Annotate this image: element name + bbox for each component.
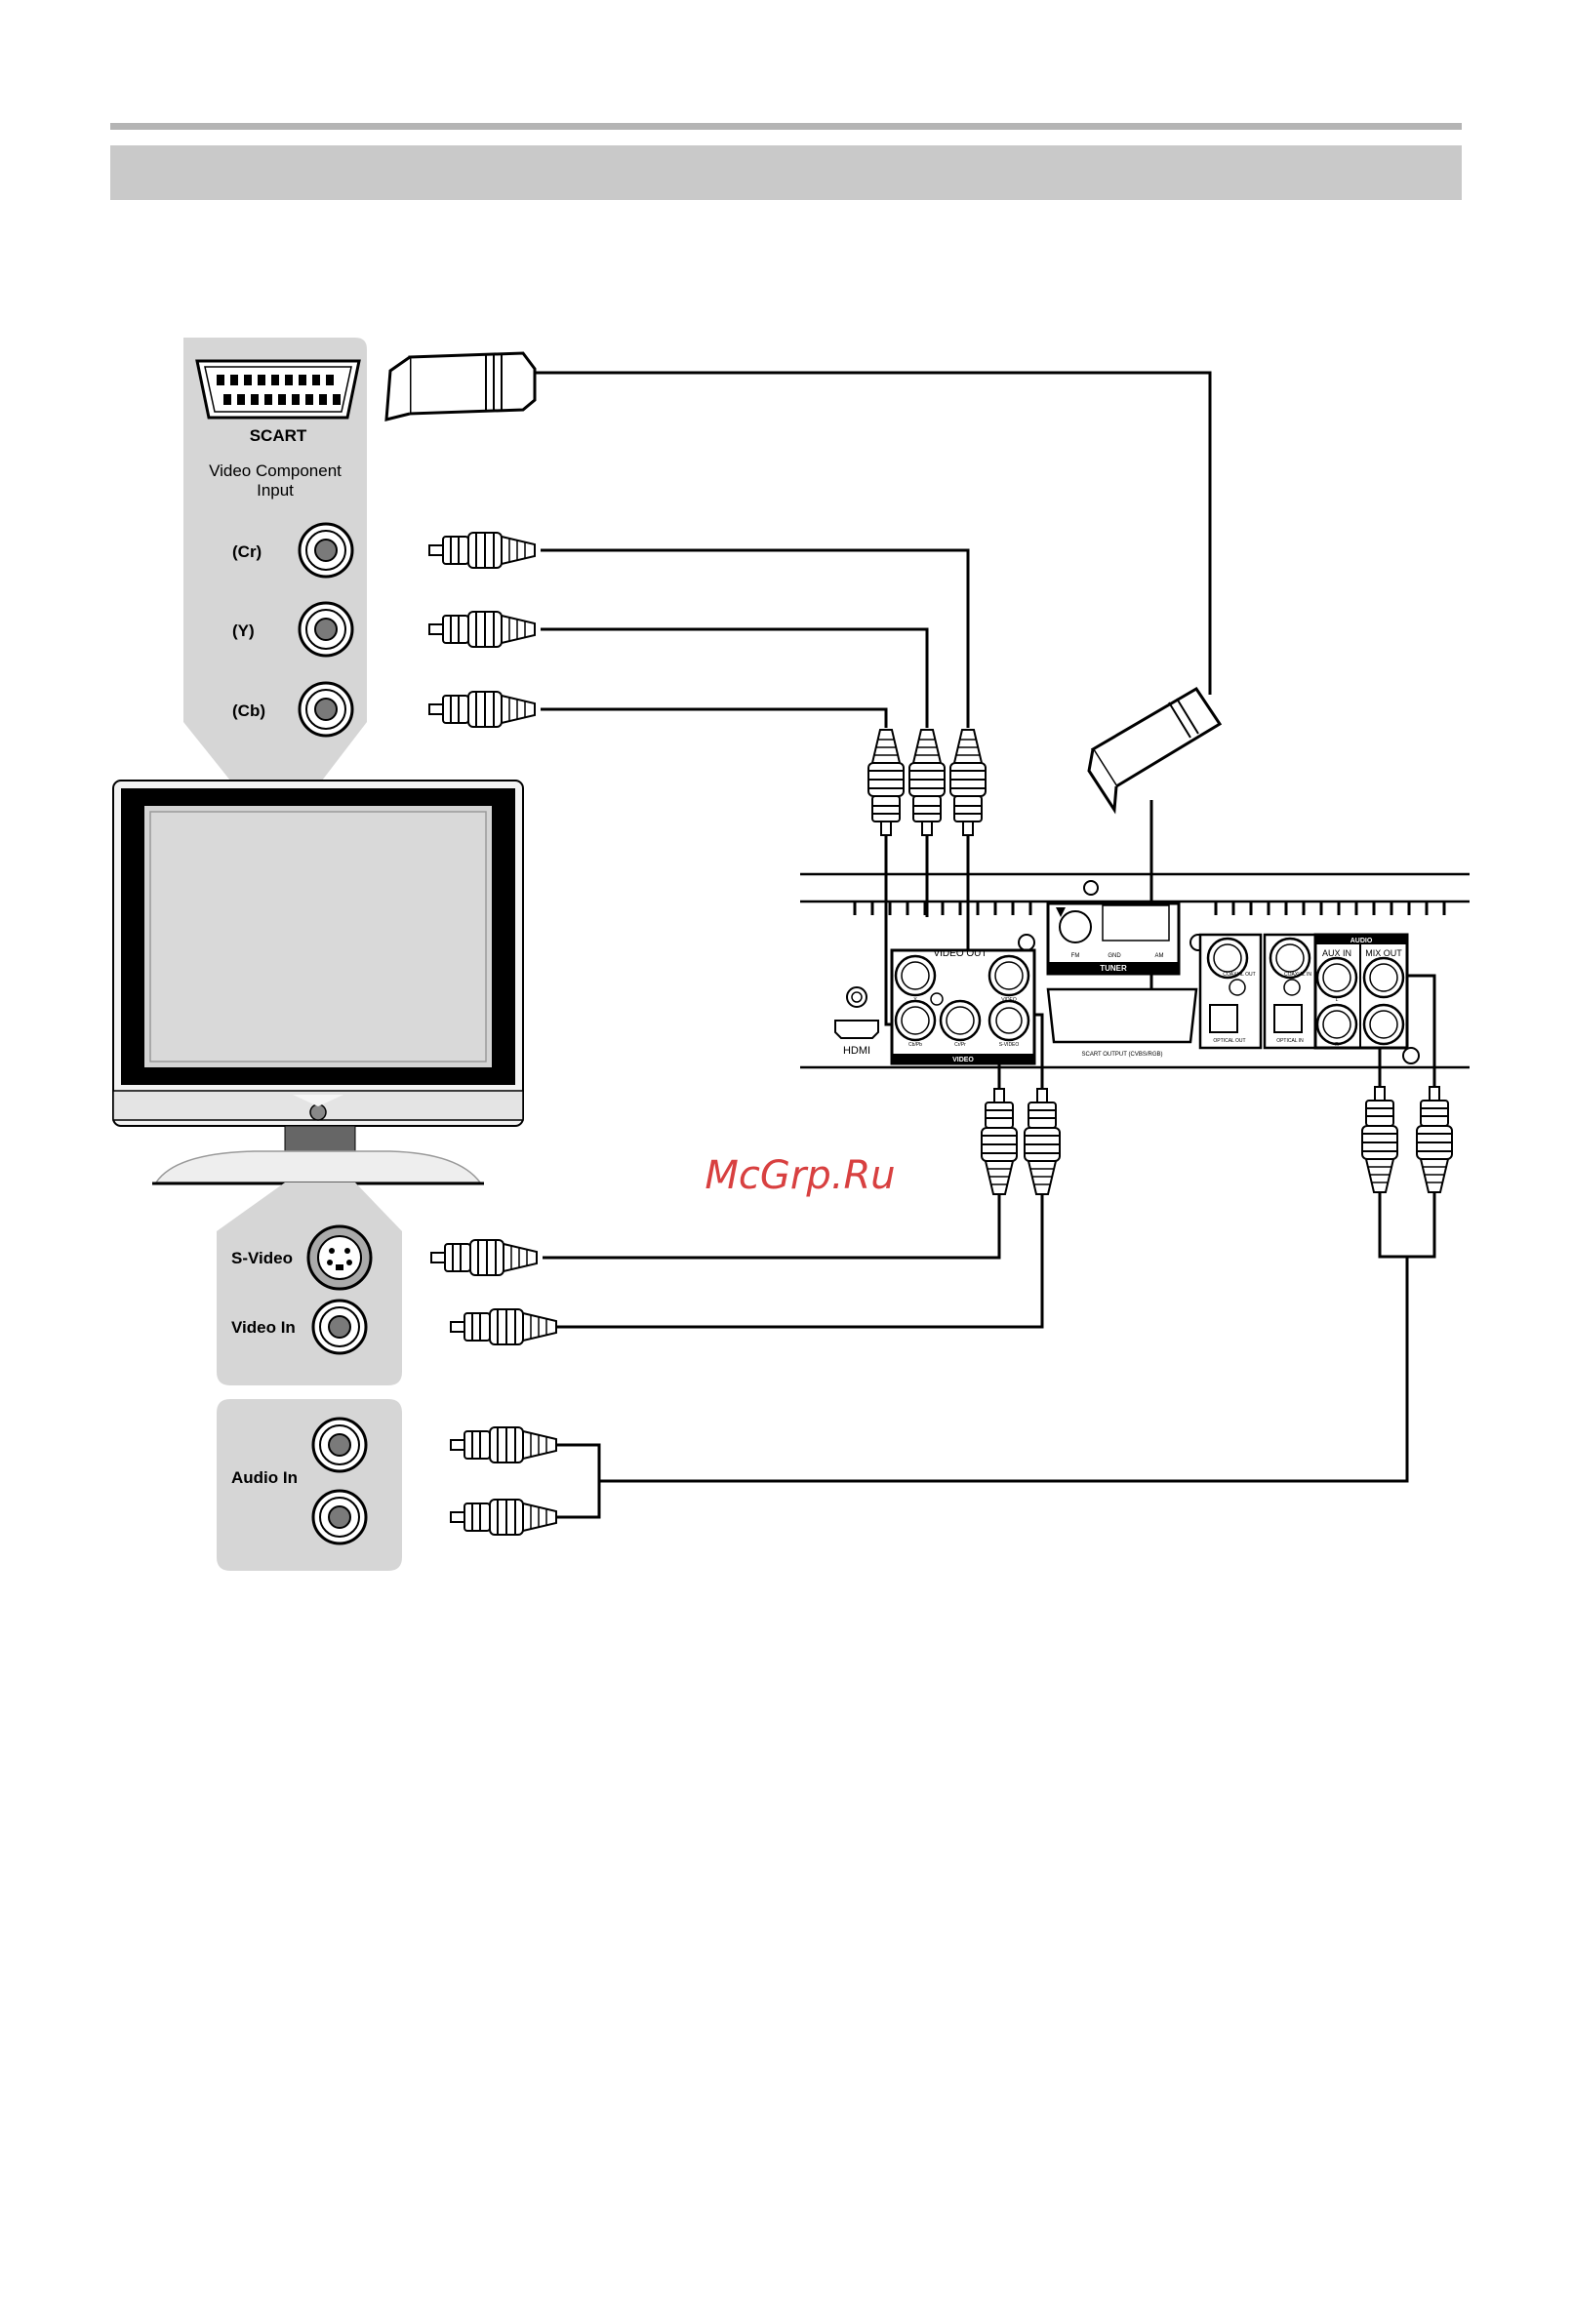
scart-label: SCART <box>250 426 307 445</box>
mix-out-r-jack[interactable] <box>1364 1005 1403 1044</box>
cb-label: (Cb) <box>232 701 265 720</box>
tv-cb-jack[interactable] <box>300 683 352 736</box>
fm-label: FM <box>1071 953 1080 959</box>
audio-section-label: AUDIO <box>1350 938 1373 944</box>
audio-l-plug-tv <box>451 1427 556 1463</box>
component-label-line2: Input <box>257 481 294 500</box>
tuner-label: TUNER <box>1100 964 1127 973</box>
svideo-jack-label: S-VIDEO <box>999 1042 1020 1048</box>
audio-l-plug-player <box>1362 1087 1397 1192</box>
audio-in-label: Audio In <box>231 1468 298 1487</box>
player-cb-jack[interactable] <box>896 1001 935 1040</box>
tv-cr-jack[interactable] <box>300 524 352 577</box>
cr-plug-tv <box>429 533 535 568</box>
scart-cable <box>527 373 1210 695</box>
y-cable <box>541 629 927 728</box>
y-plug-player <box>909 730 945 835</box>
cb-plug-player <box>868 730 904 835</box>
optical-out-port[interactable] <box>1210 1005 1237 1032</box>
svideo-label: S-Video <box>231 1249 293 1267</box>
tv-y-jack[interactable] <box>300 603 352 656</box>
coaxial-out-label: COAXIAL OUT <box>1223 972 1255 978</box>
audio-cable-player-end <box>1380 1192 1434 1257</box>
tv-audio-in-r-jack[interactable] <box>313 1491 366 1543</box>
television <box>113 781 523 1183</box>
optical-out-label: OPTICAL OUT <box>1213 1038 1245 1044</box>
aux-l-label: L <box>1336 997 1339 1003</box>
video-section-label: VIDEO <box>952 1057 974 1063</box>
scart-plug-player-end <box>1089 689 1220 810</box>
player-video-jack[interactable] <box>989 956 1028 995</box>
aux-in-l-jack[interactable] <box>1317 958 1356 997</box>
watermark-text: McGrp.Ru <box>705 1153 895 1198</box>
player-svideo-jack[interactable] <box>989 1001 1028 1040</box>
aux-in-r-jack[interactable] <box>1317 1005 1356 1044</box>
svideo-cable <box>543 1192 999 1258</box>
tv-video-in-jack[interactable] <box>313 1301 366 1353</box>
coaxial-in-label: COAXIAL IN <box>1284 972 1311 978</box>
audio-cable-tv-end <box>556 1445 599 1517</box>
scart-output-label: SCART OUTPUT (CVBS/RGB) <box>1081 1052 1162 1058</box>
aux-in-label: AUX IN <box>1322 948 1351 958</box>
hdmi-port[interactable] <box>835 987 878 1038</box>
video-out-label: VIDEO OUT <box>933 948 987 959</box>
video-in-label: Video In <box>231 1318 296 1337</box>
tv-scart-port[interactable] <box>197 361 359 418</box>
gnd-label: GND <box>1108 953 1121 959</box>
cr-label: (Cr) <box>232 542 262 561</box>
svideo-plug-player <box>982 1089 1017 1194</box>
cb-plug-tv <box>429 692 535 727</box>
svideo-plug-tv <box>431 1240 537 1275</box>
tv-audio-in-l-jack[interactable] <box>313 1419 366 1471</box>
tv-svideo-jack[interactable] <box>308 1226 371 1289</box>
tv-input-panel-bottom <box>217 1182 402 1571</box>
cr-plug-player <box>950 730 986 835</box>
player-y-jack[interactable] <box>896 956 935 995</box>
video-cable <box>556 1192 1042 1327</box>
aux-r-label: R <box>1335 1042 1339 1048</box>
mix-out-label: MIX OUT <box>1365 948 1402 958</box>
cb-jack-label: Cb/Pb <box>908 1042 922 1048</box>
player-cr-jack[interactable] <box>941 1001 980 1040</box>
y-plug-tv <box>429 612 535 647</box>
video-jack-label: VIDEO <box>1001 997 1017 1003</box>
hdmi-label: HDMI <box>843 1045 870 1057</box>
cr-cable <box>541 550 968 728</box>
am-label: AM <box>1155 953 1164 959</box>
scart-plug-tv-end <box>386 353 535 420</box>
audio-r-plug-tv <box>451 1500 556 1535</box>
component-label-line1: Video Component <box>209 461 342 480</box>
video-plug-tv <box>451 1309 556 1344</box>
y-label: (Y) <box>232 621 255 640</box>
player-scart-output[interactable] <box>1048 989 1196 1042</box>
optical-in-port[interactable] <box>1274 1005 1302 1032</box>
cr-jack-label: Cr/Pr <box>954 1042 966 1048</box>
optical-in-label: OPTICAL IN <box>1276 1038 1304 1044</box>
mix-out-l-jack[interactable] <box>1364 958 1403 997</box>
audio-cable <box>599 1257 1407 1481</box>
cb-cable <box>541 709 886 728</box>
audio-r-plug-player <box>1417 1087 1452 1192</box>
video-plug-player <box>1025 1089 1060 1194</box>
